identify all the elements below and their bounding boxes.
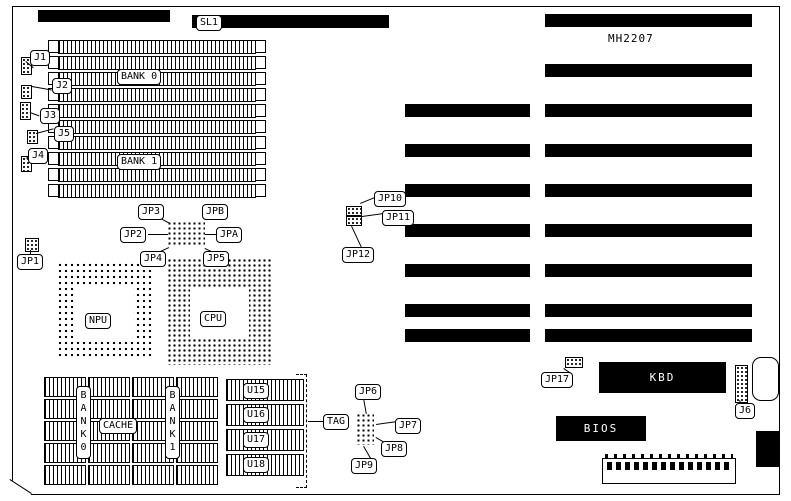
- pin-header-icon: [20, 102, 31, 120]
- cache-chip: [88, 399, 130, 419]
- j6-label: J6: [735, 403, 756, 419]
- simm-socket-row: [48, 104, 266, 118]
- expansion-slot-right-segment: [545, 184, 752, 197]
- jp3-label: JP3: [138, 204, 165, 220]
- edge-connector: [756, 431, 779, 467]
- u18-label: U18: [243, 457, 270, 473]
- j3-label: J3: [40, 108, 61, 124]
- simm-socket-row: [48, 56, 266, 70]
- leader-line: [308, 421, 324, 422]
- memory-slot-bar: [38, 10, 170, 22]
- simm-socket-row: [48, 136, 266, 150]
- board-model: MH2207: [608, 32, 654, 45]
- pin-header-icon: [346, 206, 362, 216]
- cache-chip: [176, 421, 218, 441]
- jp12-label: JP12: [342, 247, 375, 263]
- expansion-slot-right-segment: [545, 64, 752, 77]
- leader-line: [148, 234, 168, 235]
- jp10-label: JP10: [374, 191, 407, 207]
- simm-socket-row: [48, 168, 266, 182]
- leader-line: [205, 234, 217, 235]
- kbd-chip-label: KBD: [649, 371, 676, 384]
- j5-label: J5: [54, 126, 75, 142]
- cache-chip: [88, 377, 130, 397]
- npu-socket-center: [75, 286, 133, 338]
- cache-chip: [88, 465, 130, 485]
- cache-area-bracket: [296, 374, 307, 488]
- pin-header-icon: [25, 238, 39, 252]
- expansion-slot-right-segment: [545, 329, 752, 342]
- cache-chip: [176, 377, 218, 397]
- simm-socket-row: [48, 88, 266, 102]
- jp6-label: JP6: [355, 384, 382, 400]
- u15-label: U15: [243, 383, 270, 399]
- jpb-label: JPB: [202, 204, 229, 220]
- cache-chip: [176, 399, 218, 419]
- expansion-slot-right-segment: [545, 104, 752, 117]
- sl1-slot-bar: [192, 15, 389, 28]
- center-jumper-block: [167, 221, 205, 247]
- bank1-label: BANK 1: [117, 154, 162, 170]
- expansion-slot-right-segment: [545, 224, 752, 237]
- simm-socket-row: [48, 184, 266, 198]
- j1-label: J1: [30, 50, 51, 66]
- pin-header-icon: [346, 216, 362, 226]
- expansion-slot-left-segment: [405, 329, 530, 342]
- expansion-slot-left-segment: [405, 184, 530, 197]
- expansion-slot-left-segment: [405, 104, 530, 117]
- cache-bank0-label: BANK0: [76, 386, 91, 459]
- keyboard-controller-chip: KBD: [599, 362, 726, 393]
- simm-socket-row: [48, 40, 266, 54]
- cache-chip: [88, 443, 130, 463]
- expansion-slot-right-segment: [545, 144, 752, 157]
- u17-label: U17: [243, 432, 270, 448]
- jp8-label: JP8: [381, 441, 408, 457]
- j6-connector: [735, 365, 748, 403]
- jp7-label: JP7: [395, 418, 422, 434]
- cache-bank1-label: BANK1: [165, 386, 180, 459]
- j2-label: J2: [52, 78, 73, 94]
- cache-chip: [176, 465, 218, 485]
- tag-label: TAG: [323, 414, 350, 430]
- j4-label: J4: [28, 148, 49, 164]
- expansion-slot-right-segment: [545, 304, 752, 317]
- cache-chip: [176, 443, 218, 463]
- npu-label: NPU: [85, 313, 112, 329]
- u16-label: U16: [243, 407, 270, 423]
- board-outline: [12, 6, 780, 495]
- bottom-pin-header: [602, 454, 736, 484]
- pin-row: [607, 462, 731, 470]
- jp5-label: JP5: [203, 251, 230, 267]
- expansion-slot-left-segment: [405, 304, 530, 317]
- jpa-label: JPA: [216, 227, 243, 243]
- pin-header-icon: [565, 357, 583, 368]
- expansion-slot-right-segment: [545, 264, 752, 277]
- jp6-jp9-jumper-block: [356, 413, 374, 445]
- bios-chip-label: BIOS: [583, 422, 619, 435]
- cache-chip: [132, 465, 174, 485]
- keyboard-din-connector: [752, 357, 779, 401]
- cache-chip: [44, 465, 86, 485]
- expansion-slot-left-segment: [405, 144, 530, 157]
- simm-socket-row: [48, 120, 266, 134]
- sl1-label: SL1: [196, 15, 223, 31]
- pin-header-icon: [21, 85, 32, 99]
- expansion-slot-left-segment: [405, 264, 530, 277]
- jp4-label: JP4: [140, 251, 167, 267]
- pin-header-icon: [27, 130, 38, 144]
- jp9-label: JP9: [351, 458, 378, 474]
- cpu-label: CPU: [200, 311, 227, 327]
- bank0-label: BANK 0: [117, 69, 162, 85]
- expansion-slot-right-segment: [545, 14, 752, 27]
- cache-label: CACHE: [99, 418, 138, 434]
- jp1-label: JP1: [17, 254, 44, 270]
- expansion-slot-left-segment: [405, 224, 530, 237]
- jp2-label: JP2: [120, 227, 147, 243]
- jp17-label: JP17: [541, 372, 574, 388]
- bios-chip: BIOS: [556, 416, 646, 441]
- jp11-label: JP11: [382, 210, 415, 226]
